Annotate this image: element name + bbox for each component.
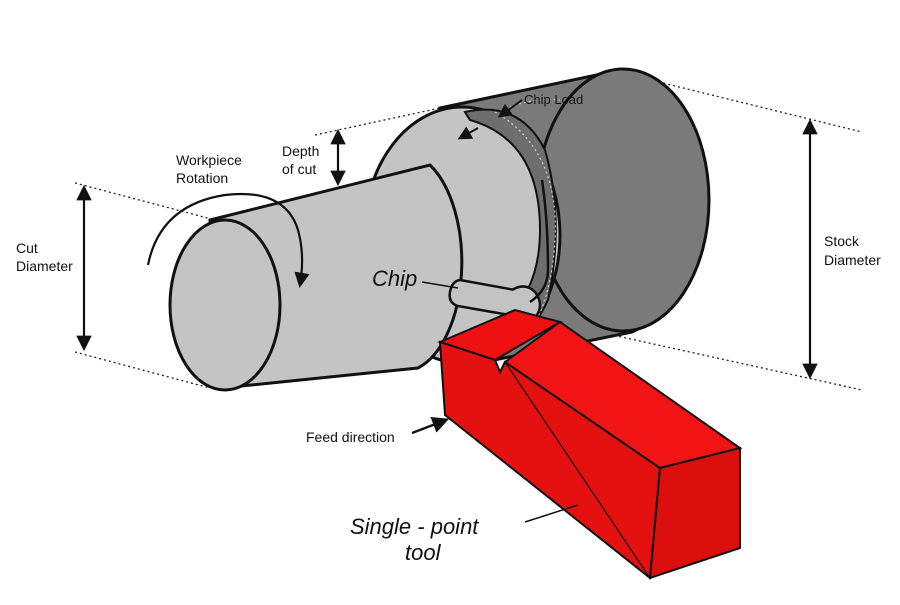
depth-of-cut-label-line2: of cut: [282, 161, 316, 177]
single-point-tool: [437, 308, 743, 580]
cut-diameter-label-line2: Diameter: [16, 258, 73, 274]
cut-end-face: [168, 218, 282, 392]
tool-leader: [524, 504, 579, 523]
cut-diameter-label-line1: Cut: [16, 240, 38, 256]
chip-leader: [421, 281, 459, 289]
workpiece-rotation-label-line1: Workpiece: [176, 152, 242, 168]
rotation-arrow-icon: [146, 192, 310, 289]
single-point-tool-label-line2: tool: [405, 540, 442, 565]
workpiece-rotation-label-line2: Rotation: [176, 170, 228, 186]
chip-load-arrows: [457, 99, 523, 140]
depth-of-cut-label-line1: Depth: [282, 143, 319, 159]
chip-load-label: Chip Load: [524, 92, 583, 107]
feed-direction-label: Feed direction: [306, 429, 395, 445]
chip-label: Chip: [372, 266, 417, 291]
stock-diameter-label-line2: Diameter: [824, 252, 881, 268]
cut-diameter-guides: [74, 182, 216, 389]
cut-cylinder: [168, 163, 464, 392]
stock-diameter-label-line1: Stock: [824, 233, 860, 249]
feed-direction-arrow-icon: [411, 416, 450, 435]
single-point-tool-label-line1: Single - point: [350, 514, 479, 539]
stock-end-face: [535, 67, 711, 333]
